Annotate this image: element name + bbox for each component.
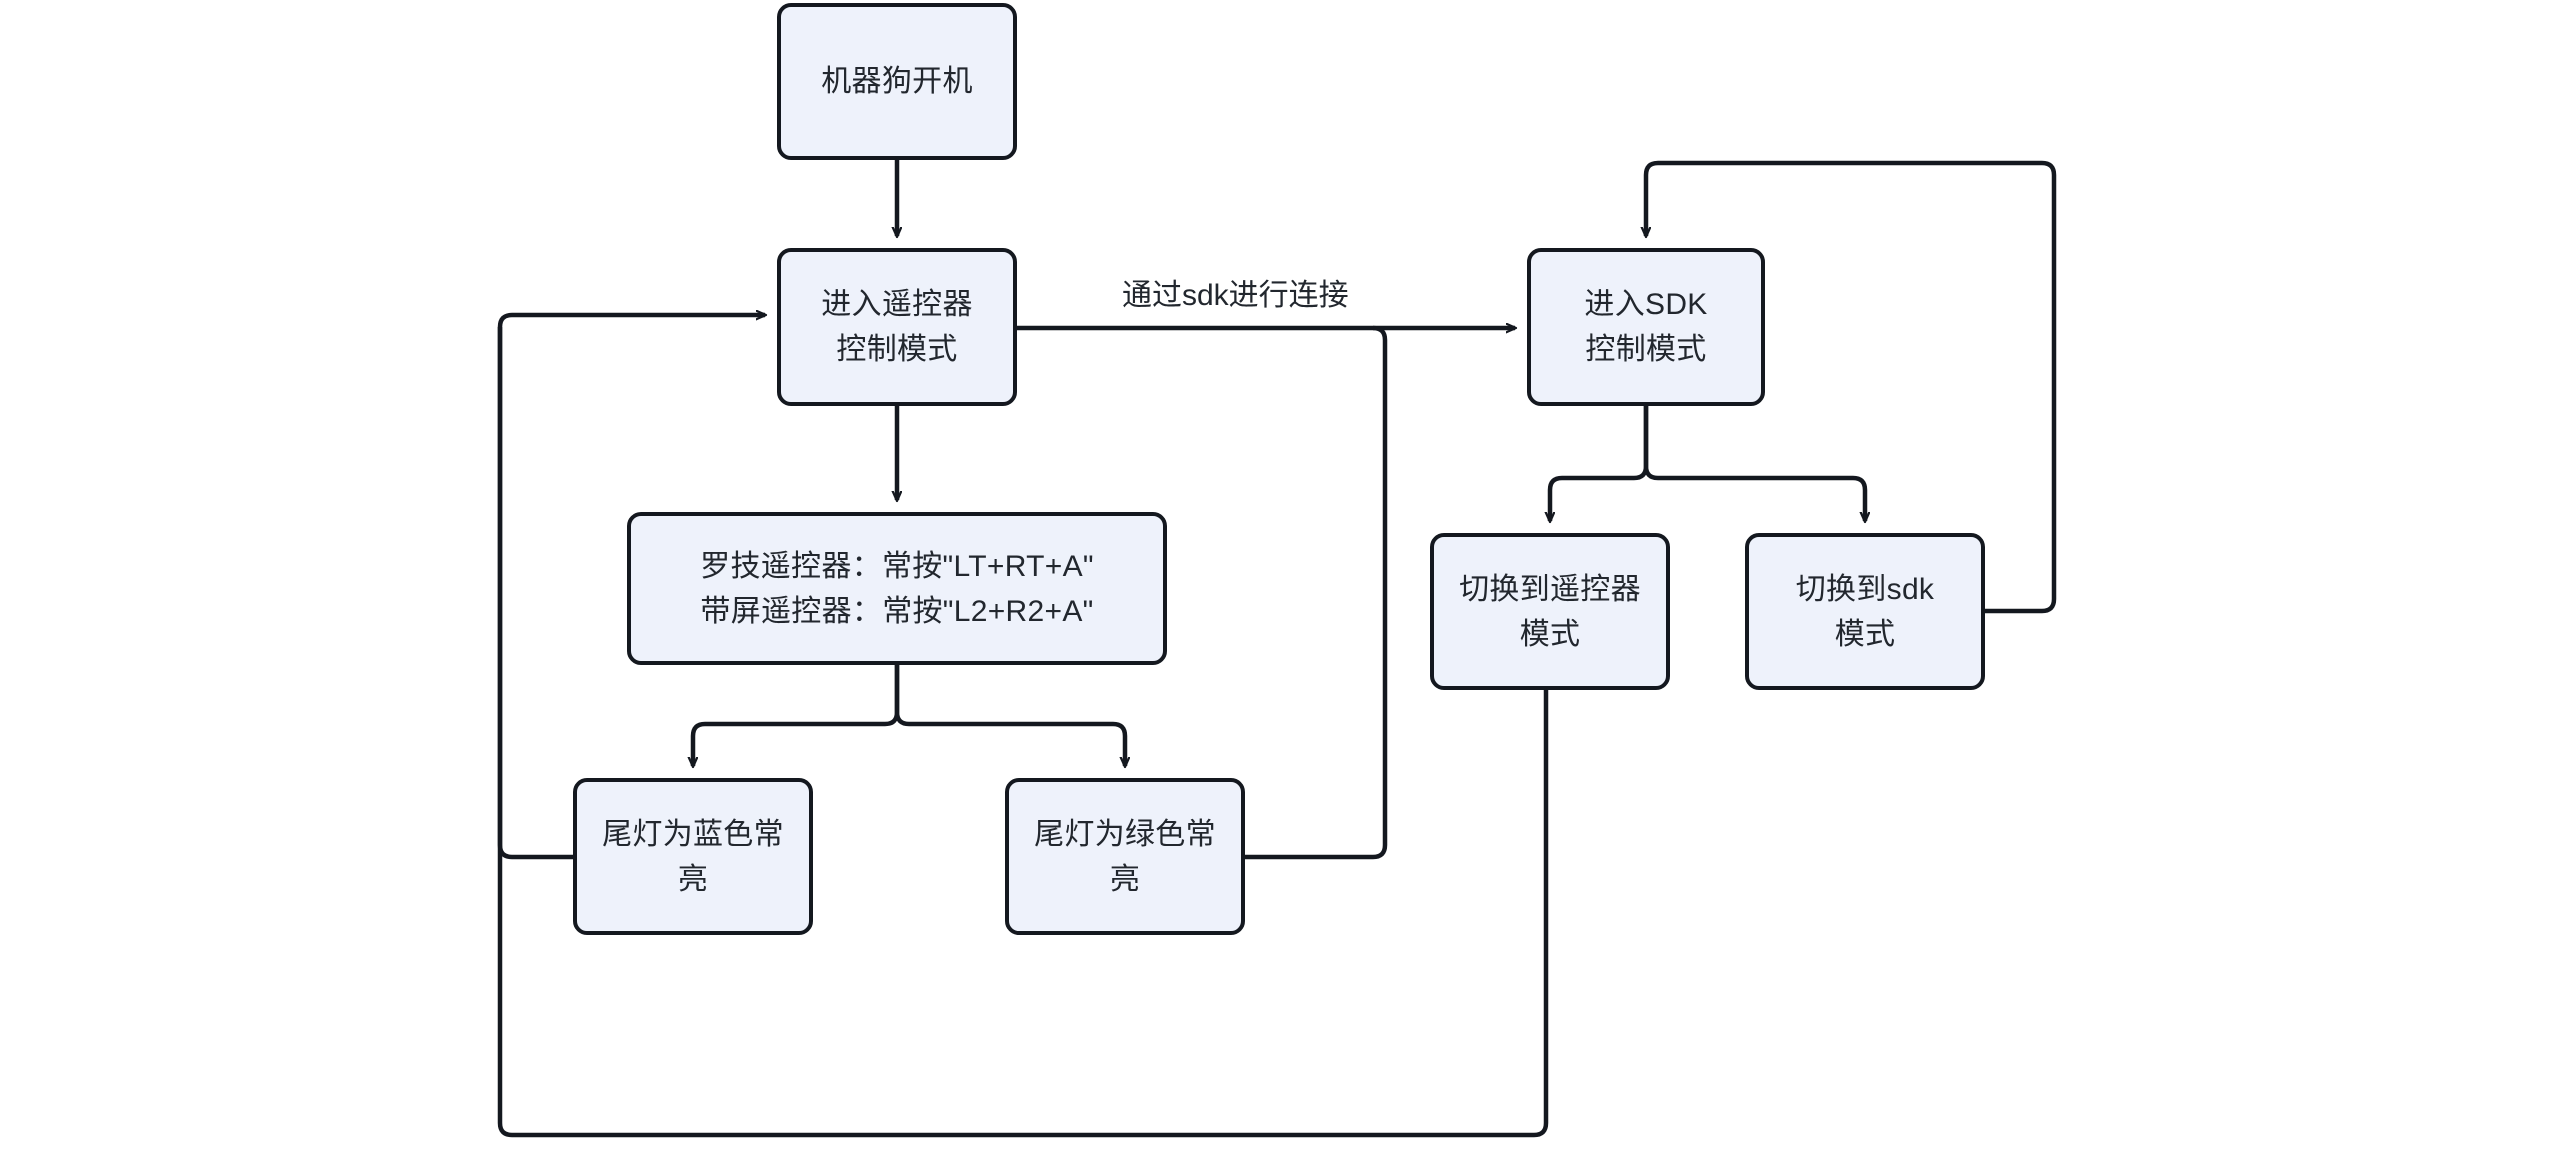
node-tail-light-blue[interactable]: 尾灯为蓝色常亮 [573, 778, 813, 935]
edge-sdk-mode-to-switch-remote [1550, 406, 1649, 521]
edge-tail-green-to-sdk-line [1245, 325, 1388, 860]
node-switch-to-sdk-mode[interactable]: 切换到sdk 模式 [1745, 533, 1985, 690]
node-remote-control-mode[interactable]: 进入遥控器 控制模式 [777, 248, 1017, 406]
edge-switch-remote-to-remote-mode [497, 327, 1549, 1138]
edge-sdk-mode-to-switch-sdk [1643, 406, 1865, 521]
node-tail-light-green[interactable]: 尾灯为绿色常亮 [1005, 778, 1245, 935]
edge-label-sdk-connect: 通过sdk进行连接 [1116, 278, 1355, 314]
edge-key-combo-to-tail-blue [693, 665, 900, 766]
node-sdk-control-mode[interactable]: 进入SDK 控制模式 [1527, 248, 1765, 406]
edge-switch-sdk-to-sdk-mode [1646, 160, 2057, 614]
node-key-combination[interactable]: 罗技遥控器：常按"LT+RT+A" 带屏遥控器：常按"L2+R2+A" [627, 512, 1167, 665]
edge-key-combo-to-tail-green [894, 665, 1125, 766]
node-power-on[interactable]: 机器狗开机 [777, 3, 1017, 160]
node-switch-to-remote-mode[interactable]: 切换到遥控器 模式 [1430, 533, 1670, 690]
